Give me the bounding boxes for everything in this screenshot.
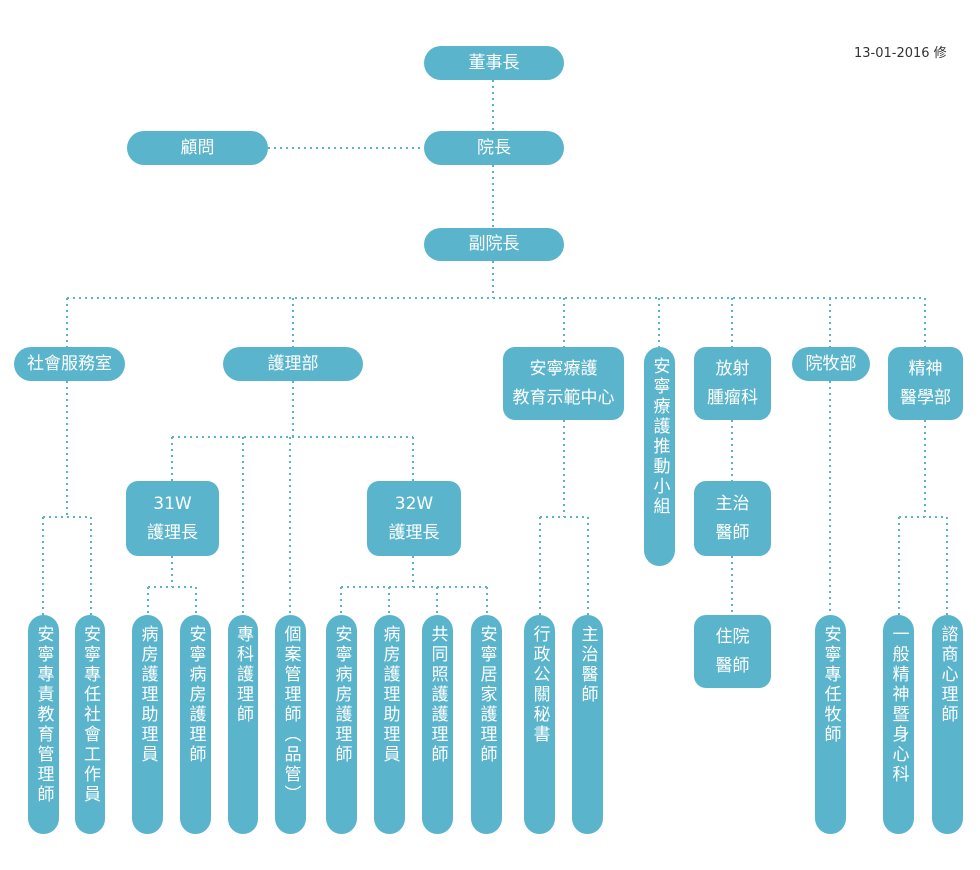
leaf-label: 專科護理師 [233,625,253,725]
psychiatry-line1: 精神 [908,358,943,379]
leaf-label: 安寧專任社會工作員 [80,625,100,805]
leaf-ward-nurse-aide-32: 病房護理助理員 [374,615,405,834]
node-ward-31w: 31W 護理長 [126,481,219,556]
leaf-label: 安寧居家護理師 [476,625,497,765]
node-radiation-oncology: 放射 腫瘤科 [694,347,771,420]
attending-rad-line1: 主治 [715,493,750,514]
radiation-line2: 腫瘤科 [707,387,758,408]
resident-rad-line2: 醫師 [715,655,750,676]
ward-32w-line2: 護理長 [388,522,440,543]
node-president: 院長 [424,131,564,165]
leaf-hospice-ward-nurse-32: 安寧病房護理師 [326,615,357,834]
leaf-general-psych: 一般精神暨身心科 [883,615,914,834]
leaf-counselor: 諮商心理師 [932,615,963,834]
node-resident-radiation: 住院 醫師 [694,615,771,688]
leaf-label: 諮商心理師 [937,625,958,725]
leaf-hospice-chaplain: 安寧專任牧師 [815,615,846,834]
leaf-hospice-home-nurse: 安寧居家護理師 [471,615,502,834]
node-ward-32w: 32W 護理長 [367,481,461,556]
leaf-label: 安寧專任牧師 [820,625,841,745]
leaf-hospice-ward-nurse-31: 安寧病房護理師 [180,615,211,834]
ward-31w-line1: 31W [153,493,192,514]
leaf-label: 病房護理助理員 [137,625,158,765]
node-hospice-center: 安寧療護 教育示範中心 [503,347,624,420]
node-chaplaincy: 院牧部 [792,347,870,381]
node-vice-president: 副院長 [424,228,564,261]
hospice-center-line1: 安寧療護 [529,358,598,379]
leaf-label: 安寧專責教育管理師 [33,625,54,805]
psychiatry-line2: 醫學部 [900,387,951,408]
leaf-hospice-edu-manager: 安寧專責教育管理師 [28,615,59,834]
ward-31w-line2: 護理長 [147,522,198,543]
node-hospice-promotion: 安寧療護推動小組 [644,347,675,566]
leaf-label: 病房護理助理員 [379,625,400,765]
node-chairman: 董事長 [424,46,564,80]
leaf-case-manager: 個案管理師（品管） [275,615,306,834]
node-attending-radiation: 主治 醫師 [694,481,771,556]
leaf-label: 主治醫師 [577,625,598,705]
hospice-center-line2: 教育示範中心 [512,387,615,408]
leaf-admin-secretary: 行政公關秘書 [524,615,555,834]
leaf-label: 行政公關秘書 [529,625,550,745]
node-social-service: 社會服務室 [14,347,125,381]
leaf-specialist-nurse: 專科護理師 [228,615,258,834]
node-psychiatry: 精神 醫學部 [888,347,963,420]
leaf-hospice-social-worker: 安寧專任社會工作員 [75,615,105,834]
attending-rad-line2: 醫師 [715,522,750,543]
radiation-line1: 放射 [715,358,750,379]
leaf-attending-hospice: 主治醫師 [572,615,603,834]
ward-32w-line1: 32W [394,493,434,514]
leaf-label: 安寧病房護理師 [331,625,352,765]
leaf-label: 共同照護護理師 [427,625,448,765]
hospice-promotion-label: 安寧療護推動小組 [649,357,670,517]
leaf-ward-nurse-aide-31: 病房護理助理員 [132,615,163,834]
leaf-label: 安寧病房護理師 [185,625,206,765]
leaf-label: 一般精神暨身心科 [888,625,909,785]
leaf-shared-care-nurse: 共同照護護理師 [422,615,453,834]
revision-date: 13-01-2016 修 [854,46,947,61]
leaf-label: 個案管理師（品管） [280,625,301,805]
node-nursing-dept: 護理部 [223,347,363,381]
resident-rad-line1: 住院 [715,626,750,647]
node-advisor: 顧問 [127,131,268,165]
